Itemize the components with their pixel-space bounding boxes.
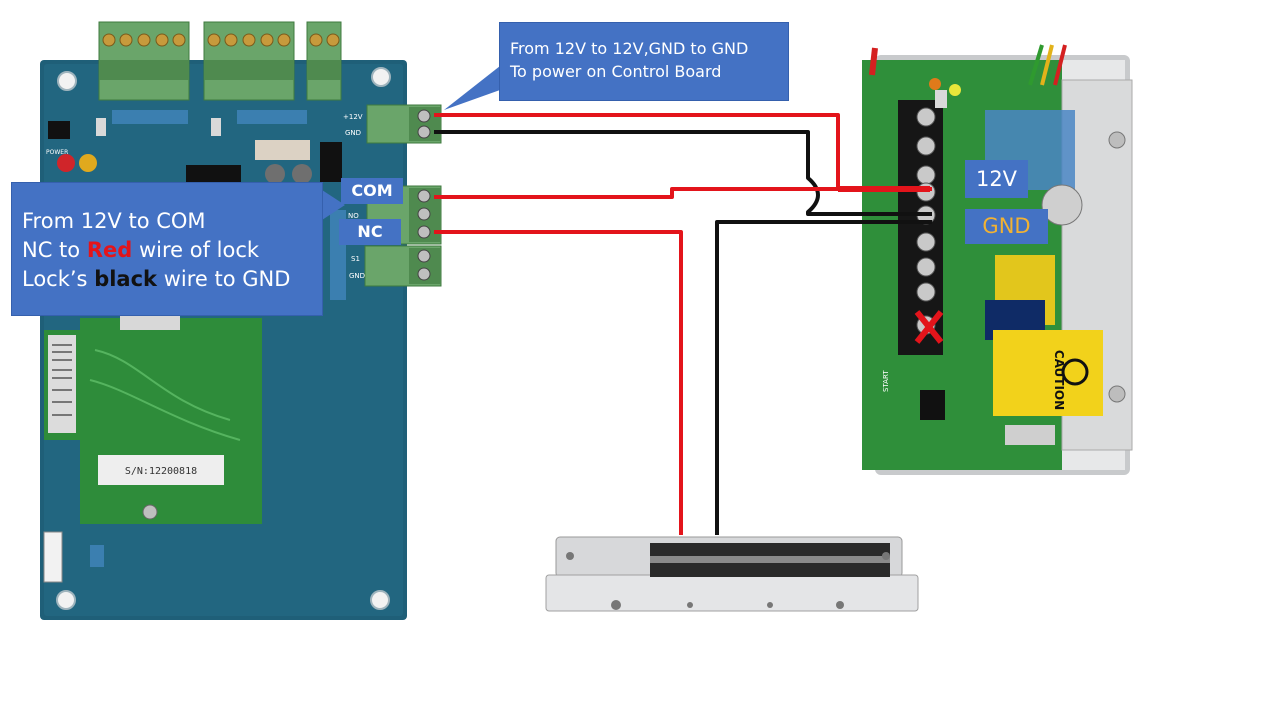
- callout-lock-black-word: black: [94, 267, 158, 291]
- callout-lock-line3-post: wire to GND: [157, 267, 291, 291]
- gnd2-label: GND: [349, 272, 365, 280]
- magnetic-lock: [545, 536, 919, 612]
- start-label: START: [882, 370, 890, 392]
- do-not-use-mark: [914, 310, 944, 344]
- wire-nc-to-lock-red: [434, 230, 683, 535]
- callout-lock-line2: NC to Red wire of lock: [22, 236, 312, 265]
- board-power-terminal: +12V GND: [343, 104, 442, 144]
- callout-power-line2: To power on Control Board: [510, 62, 722, 81]
- callout-lock-line1: From 12V to COM: [22, 209, 206, 233]
- callout-power-line1: From 12V to 12V,GND to GND: [510, 39, 749, 58]
- caution-sticker: CAUTION: [993, 330, 1103, 416]
- power-supply-unit: CAUTION START: [862, 44, 1133, 475]
- nc-tag: NC: [339, 219, 401, 245]
- gnd-label: GND: [345, 129, 361, 137]
- wire-lock-black-to-gnd: [715, 220, 932, 535]
- plus12v-label: +12V: [343, 113, 363, 121]
- psu-terminal-strip: [898, 100, 943, 355]
- caution-text: CAUTION: [1052, 350, 1066, 410]
- access-control-board: POWER +12V GND NO S1 GND: [40, 21, 442, 620]
- board-s1-terminal: S1 GND: [349, 245, 442, 287]
- top-terminal-blocks: [98, 21, 342, 101]
- wire-12v-to-com: [434, 187, 838, 199]
- callout-power-pointer: [444, 66, 500, 110]
- s1-label: S1: [351, 255, 360, 263]
- supply-12v-tag: 12V: [965, 160, 1028, 198]
- callout-lock-line2-pre: NC to: [22, 238, 87, 262]
- wires: [434, 113, 932, 535]
- callout-lock-line3-pre: Lock’s: [22, 267, 95, 291]
- callout-lock-line2-post: wire of lock: [132, 238, 260, 262]
- callout-lock-pointer: [322, 190, 345, 220]
- bottom-connector: [43, 531, 104, 583]
- power-label: POWER: [46, 149, 68, 156]
- wire-12v-to-board: [434, 113, 932, 191]
- wire-gnd-to-board: [434, 130, 932, 216]
- no-label: NO: [348, 212, 359, 220]
- callout-power-instructions: From 12V to 12V,GND to GND To power on C…: [499, 22, 789, 101]
- supply-gnd-tag: GND: [965, 209, 1048, 244]
- power-leds: POWER: [46, 149, 97, 172]
- callout-lock-red-word: Red: [86, 238, 133, 262]
- reader-module: S/N:12200818: [44, 312, 262, 524]
- serial-number: S/N:12200818: [125, 466, 197, 477]
- callout-lock-instructions: From 12V to COM NC to Red wire of lock L…: [11, 182, 323, 316]
- callout-lock-line3: Lock’s black wire to GND: [22, 265, 312, 294]
- com-tag: COM: [341, 178, 403, 204]
